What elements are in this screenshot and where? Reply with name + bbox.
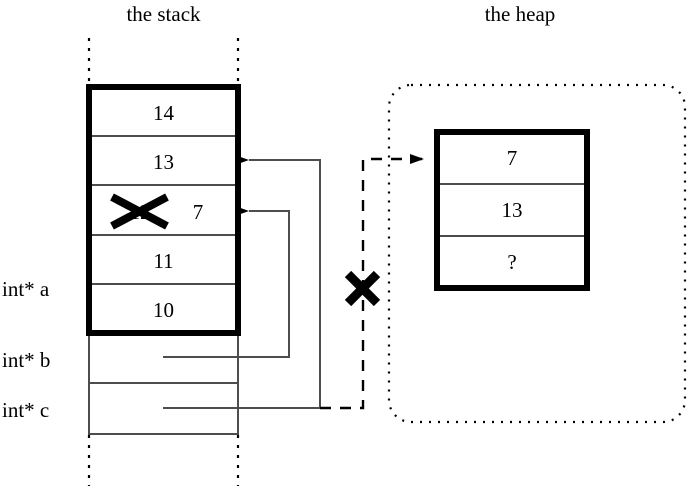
heap-cell-value-1: 13 xyxy=(501,198,523,222)
stack-title: the stack xyxy=(126,2,201,26)
x-mark-stale-value xyxy=(110,193,169,230)
stack-cell-value-1: 13 xyxy=(153,150,174,174)
pointer-c-arrow xyxy=(163,155,321,409)
heap-cell-value-0: 7 xyxy=(506,146,518,170)
var-label-c: int* c xyxy=(2,398,50,422)
heap-boundary xyxy=(387,83,687,424)
heap-block-box xyxy=(434,129,590,291)
stack-cell-value-0: 14 xyxy=(153,101,174,125)
heap-cell-value-2: ? xyxy=(507,250,517,274)
var-label-b: int* b xyxy=(2,348,51,372)
pointer-b-arrow xyxy=(163,206,290,358)
stack-cell-value-4: 10 xyxy=(153,298,174,322)
stack-frame-box xyxy=(86,84,241,336)
x-mark-heap-pointer xyxy=(344,270,381,307)
stack-cell-value-2-old: 12 xyxy=(129,200,151,224)
stack-cell-value-2-new: 7 xyxy=(192,200,204,224)
var-label-a: int* a xyxy=(2,277,50,301)
heap-title: the heap xyxy=(484,2,556,26)
stack-cell-value-3: 11 xyxy=(153,249,174,273)
